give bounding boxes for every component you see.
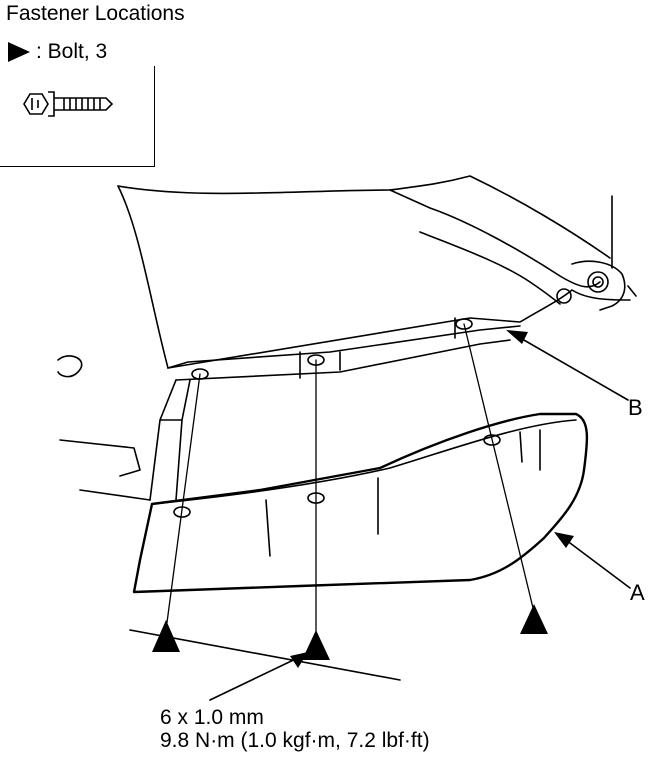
mount-bracket <box>571 260 626 311</box>
bolt-marker <box>302 630 330 660</box>
bolt-marker <box>152 620 180 652</box>
callout-a: A <box>630 580 645 605</box>
leader-line-a <box>557 533 631 589</box>
page-title: Fastener Locations <box>6 2 185 25</box>
arrowhead-marker-icon <box>8 42 30 62</box>
leader-line-b <box>509 331 629 401</box>
bolt-axis-line <box>165 373 201 631</box>
torque-spec: 6 x 1.0 mm 9.8 N·m (1.0 kgf·m, 7.2 lbf·f… <box>160 706 430 752</box>
bolt-hole <box>191 368 209 380</box>
body-panel-rib <box>389 189 601 288</box>
legend-label: : Bolt, 3 <box>36 40 108 63</box>
body-panel-rib-2 <box>419 231 561 305</box>
splash-shield-a <box>132 412 589 594</box>
bolt-axis-line <box>463 323 535 613</box>
side-bracket <box>149 379 191 501</box>
frame-rail-lower <box>175 339 511 381</box>
spec-torque: 9.8 N·m (1.0 kgf·m, 7.2 lbf·ft) <box>160 729 430 752</box>
bolt-marker <box>520 604 548 634</box>
background-line <box>57 355 83 378</box>
leader-line-spec <box>209 653 307 701</box>
frame-rail <box>167 325 521 369</box>
callout-b: B <box>628 395 643 420</box>
legend-box <box>0 66 155 167</box>
body-panel-top-edge <box>117 175 611 259</box>
mount-hole <box>587 271 609 293</box>
bolt-hole <box>483 434 501 446</box>
legend-row: : Bolt, 3 <box>6 40 107 64</box>
body-panel-outline <box>117 185 631 369</box>
flange-bolt-icon <box>23 91 114 117</box>
bolt-hole <box>455 318 473 330</box>
spec-size: 6 x 1.0 mm <box>160 706 264 729</box>
